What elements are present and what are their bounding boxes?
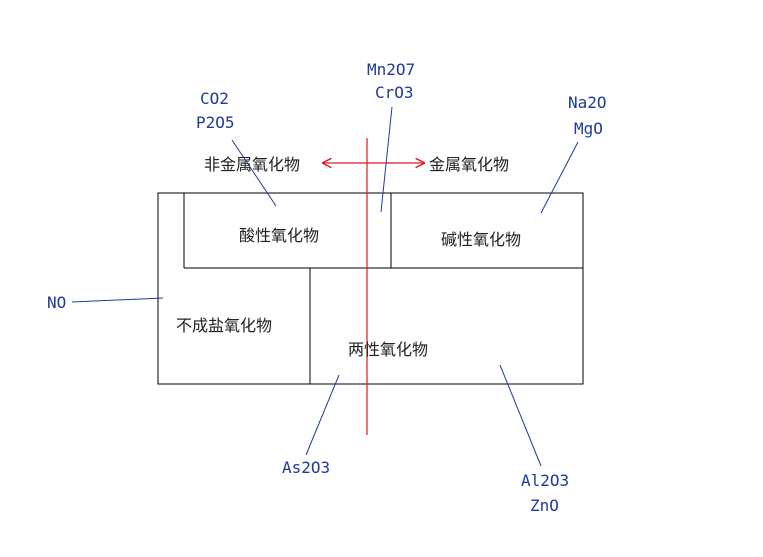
header-nonmetal-oxide: 非金属氧化物: [204, 155, 300, 174]
leader-acidic: [231, 139, 277, 207]
category-basic: 碱性氧化物: [441, 230, 521, 249]
example-no: NO: [47, 293, 66, 312]
example-al2o3: Al2O3: [521, 471, 569, 490]
category-amphoteric: 两性氧化物: [348, 340, 428, 359]
leader-basic: [540, 141, 579, 214]
category-non-salt-forming: 不成盐氧化物: [176, 316, 272, 335]
example-cro3: CrO3: [375, 83, 414, 102]
leader-boundary: [380, 106, 393, 213]
leader-al2o3: [499, 364, 542, 467]
example-co2: CO2: [200, 89, 229, 108]
leader-as2o3: [305, 374, 340, 456]
example-zno: ZnO: [530, 496, 559, 515]
header-metal-oxide: 金属氧化物: [429, 155, 509, 174]
example-p2o5: P2O5: [196, 113, 235, 132]
leader-lines: [71, 106, 579, 467]
example-as2o3: As2O3: [282, 458, 330, 477]
example-mn2o7: Mn2O7: [367, 60, 415, 79]
classification-grid: [157, 192, 584, 385]
leader-no: [71, 297, 164, 303]
outer-box: [157, 192, 584, 385]
example-na2o: Na2O: [568, 93, 607, 112]
example-mgo: MgO: [574, 119, 603, 138]
category-acidic: 酸性氧化物: [239, 226, 319, 245]
